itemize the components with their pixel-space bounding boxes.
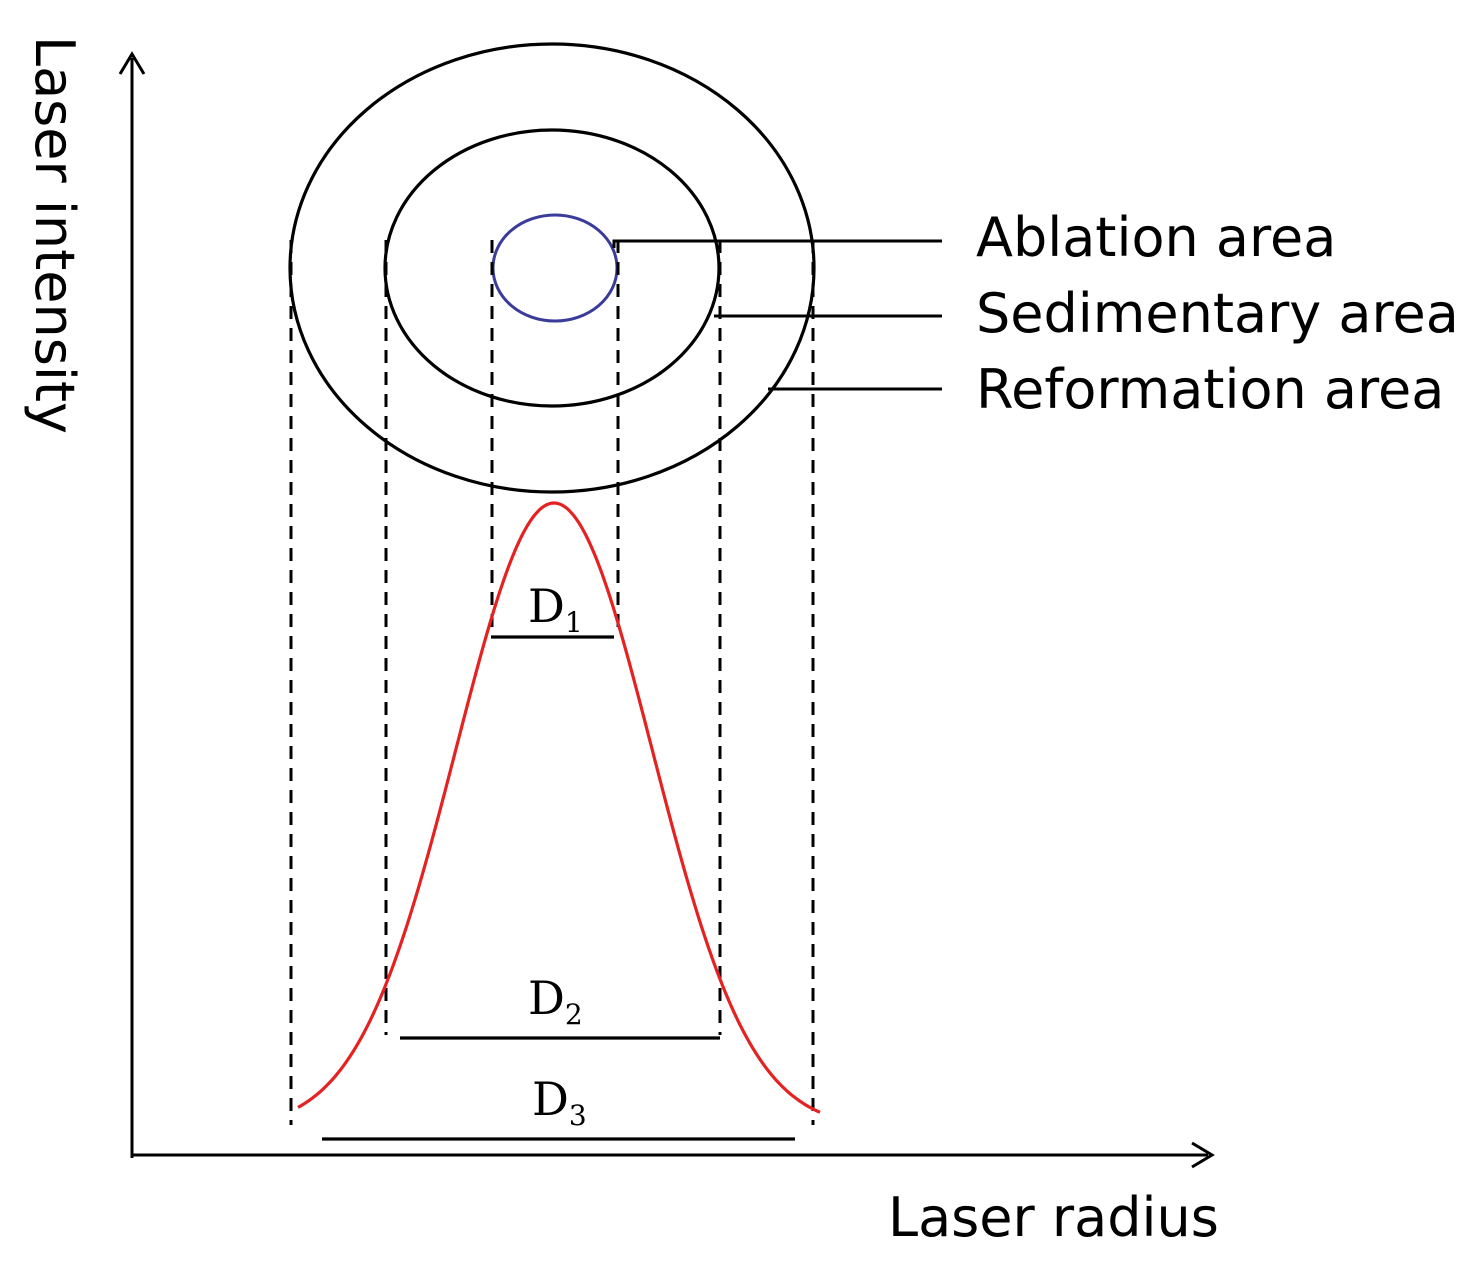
d2-label: D2 xyxy=(528,971,583,1031)
gaussian-intensity-curve xyxy=(297,501,821,1114)
reformation-area-label: Reformation area xyxy=(976,358,1444,421)
y-axis-label: Laser intensity xyxy=(23,36,86,434)
sedimentary-ring xyxy=(383,128,721,408)
reformation-ring xyxy=(288,42,816,494)
d3-label: D3 xyxy=(532,1072,587,1132)
y-axis-arrowhead xyxy=(118,51,146,75)
ablation-area-label: Ablation area xyxy=(976,206,1336,269)
diameter-labels: D1 D2 D3 xyxy=(528,579,587,1132)
rings xyxy=(288,42,816,494)
diameter-bars xyxy=(322,635,795,1141)
region-labels: Ablation area Sedimentary area Reformati… xyxy=(976,206,1459,421)
d1-label: D1 xyxy=(528,579,583,639)
x-axis-label: Laser radius xyxy=(888,1186,1219,1249)
leader-lines xyxy=(612,239,942,391)
axes xyxy=(118,51,1215,1169)
projection-lines xyxy=(289,240,815,1125)
ablation-ring xyxy=(491,213,619,323)
sedimentary-area-label: Sedimentary area xyxy=(976,282,1459,345)
x-axis-arrowhead xyxy=(1191,1141,1215,1169)
ablation-leader-line xyxy=(612,239,942,248)
